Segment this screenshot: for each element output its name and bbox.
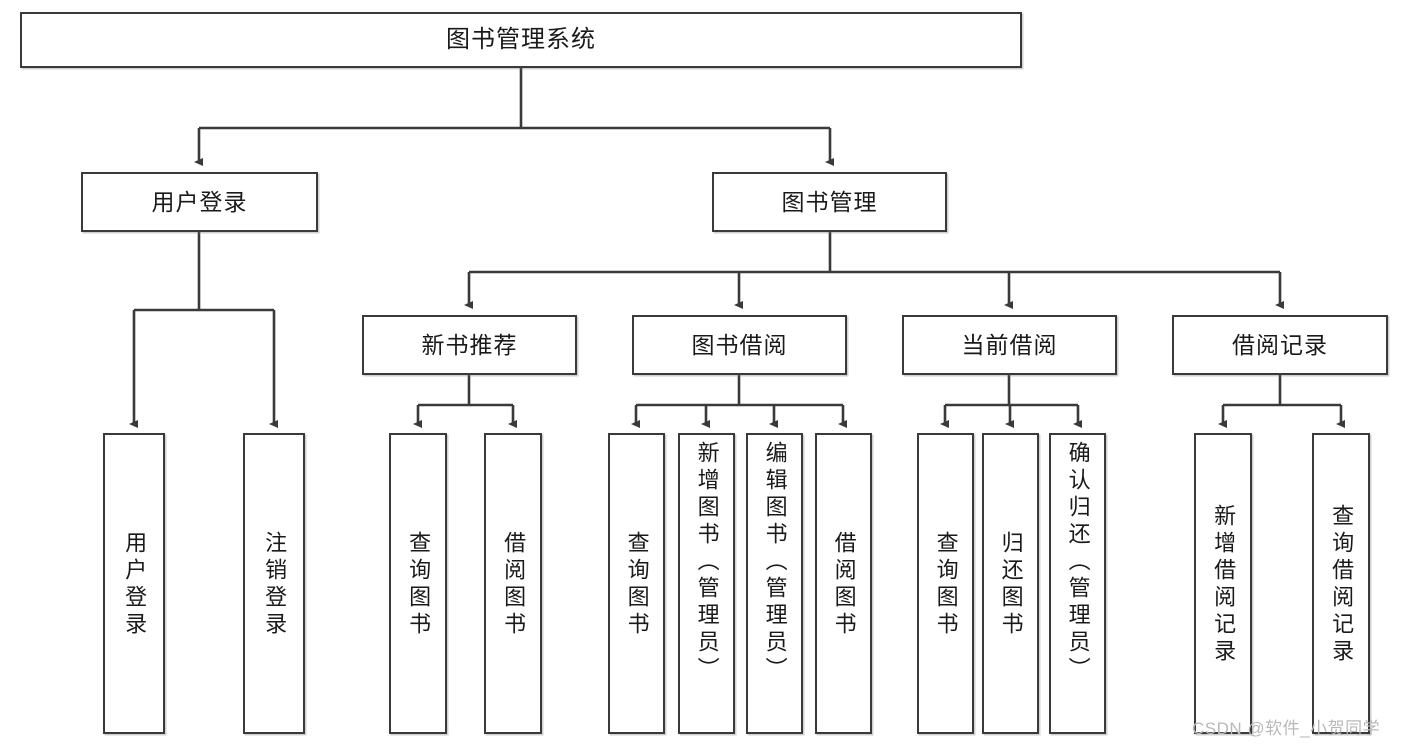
node-root-book-management-system[interactable]: 图书管理系统: [20, 12, 1022, 68]
node-book-management[interactable]: 图书管理: [712, 172, 947, 232]
node-leaf-borrow-book-recommend-label: 借阅图书: [501, 530, 527, 639]
node-leaf-query-book-recommend[interactable]: 查询图书: [389, 433, 447, 734]
node-root-label: 图书管理系统: [446, 26, 596, 54]
node-user-login-label: 用户登录: [151, 188, 248, 215]
node-leaf-add-book-admin-label: 新增图书（管理员）: [694, 441, 720, 684]
node-leaf-query-book-current-label: 查询图书: [933, 530, 959, 639]
node-leaf-logout-label: 注销登录: [262, 530, 288, 639]
node-leaf-add-borrow-record-label: 新增借阅记录: [1211, 503, 1237, 666]
node-new-book-recommend[interactable]: 新书推荐: [362, 315, 577, 375]
watermark-text: CSDN @软件_小贺同学: [1192, 719, 1381, 738]
node-leaf-edit-book-admin-label: 编辑图书（管理员）: [762, 441, 788, 684]
node-leaf-user-login[interactable]: 用户登录: [103, 433, 165, 734]
node-new-book-recommend-label: 新书推荐: [421, 331, 518, 358]
node-book-borrow[interactable]: 图书借阅: [632, 315, 847, 375]
node-current-borrow[interactable]: 当前借阅: [902, 315, 1117, 375]
node-leaf-borrow-book-recommend[interactable]: 借阅图书: [484, 433, 542, 734]
node-leaf-return-book[interactable]: 归还图书: [982, 433, 1039, 734]
node-leaf-query-borrow-record-label: 查询借阅记录: [1329, 503, 1355, 666]
node-leaf-return-book-label: 归还图书: [998, 530, 1024, 639]
node-current-borrow-label: 当前借阅: [961, 331, 1058, 358]
node-leaf-add-borrow-record[interactable]: 新增借阅记录: [1194, 433, 1252, 734]
node-leaf-query-book-borrow-label: 查询图书: [624, 530, 650, 639]
node-leaf-query-book-borrow[interactable]: 查询图书: [608, 433, 665, 734]
node-leaf-borrow-book[interactable]: 借阅图书: [815, 433, 872, 734]
node-book-management-label: 图书管理: [781, 188, 878, 215]
node-leaf-confirm-return-admin-label: 确认归还（管理员）: [1065, 441, 1091, 684]
node-user-login[interactable]: 用户登录: [81, 172, 318, 232]
node-leaf-logout[interactable]: 注销登录: [243, 433, 305, 734]
node-leaf-edit-book-admin[interactable]: 编辑图书（管理员）: [746, 433, 803, 734]
node-leaf-borrow-book-label: 借阅图书: [831, 530, 857, 639]
node-leaf-query-book-recommend-label: 查询图书: [406, 530, 432, 639]
node-leaf-confirm-return-admin[interactable]: 确认归还（管理员）: [1049, 433, 1106, 734]
node-leaf-query-book-current[interactable]: 查询图书: [917, 433, 974, 734]
node-book-borrow-label: 图书借阅: [691, 331, 788, 358]
node-leaf-add-book-admin[interactable]: 新增图书（管理员）: [678, 433, 735, 734]
node-borrow-record[interactable]: 借阅记录: [1172, 315, 1388, 375]
node-leaf-user-login-label: 用户登录: [122, 530, 148, 639]
node-borrow-record-label: 借阅记录: [1232, 331, 1328, 358]
node-leaf-query-borrow-record[interactable]: 查询借阅记录: [1312, 433, 1370, 734]
